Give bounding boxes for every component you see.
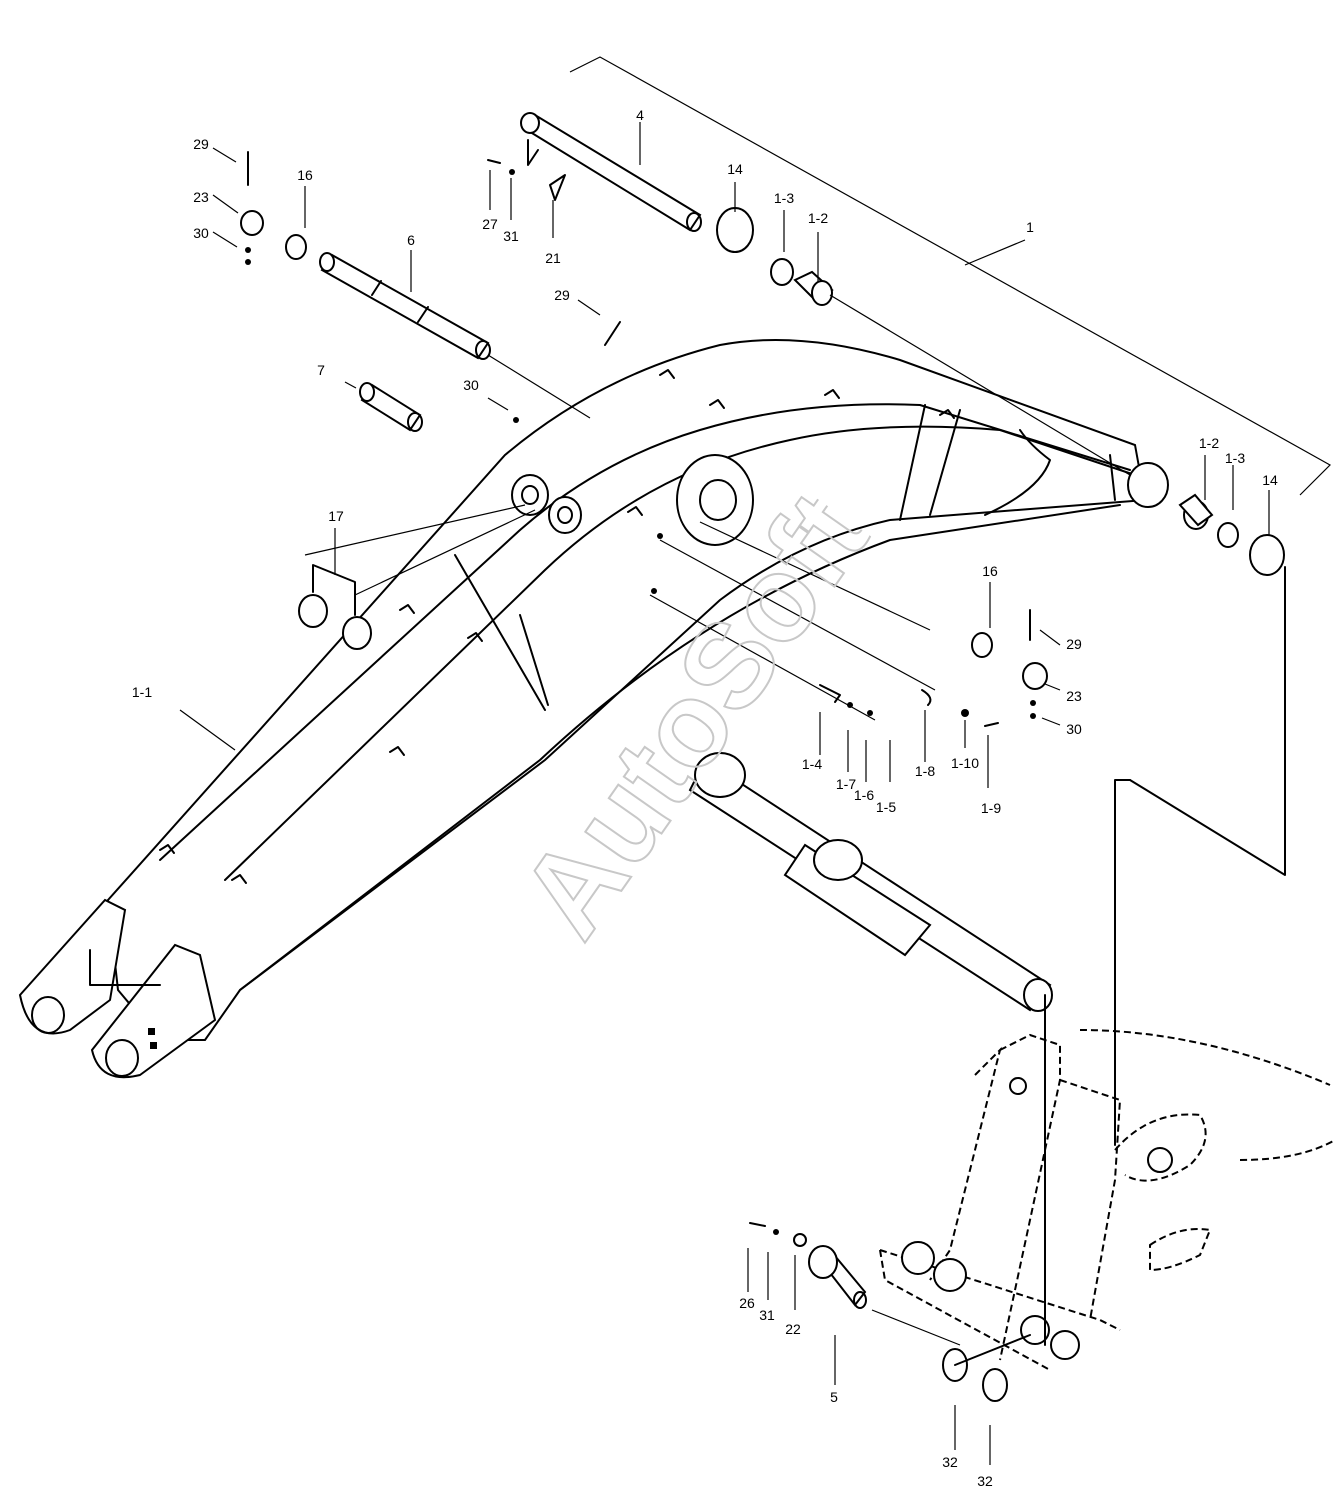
callout-1-10: 1-10 bbox=[950, 755, 980, 771]
callout-29: 29 bbox=[554, 287, 570, 303]
callout-1-3: 1-3 bbox=[1224, 450, 1246, 466]
washers-and-bushings bbox=[240, 151, 1285, 1402]
assembly-bracket-1 bbox=[569, 56, 1331, 496]
callout-1-8: 1-8 bbox=[914, 763, 936, 779]
boom-foot-boss bbox=[1127, 462, 1169, 508]
callout-1-2: 1-2 bbox=[807, 210, 829, 226]
pin-5 bbox=[808, 1245, 867, 1309]
callout-16: 16 bbox=[982, 563, 998, 579]
callout-7: 7 bbox=[317, 362, 325, 378]
arm-cylinder-boss bbox=[511, 474, 549, 516]
callout-17: 17 bbox=[328, 508, 344, 524]
boom bbox=[18, 339, 1169, 1079]
callout-27: 27 bbox=[482, 216, 498, 232]
callout-1-7: 1-7 bbox=[835, 776, 857, 792]
boom-tip-left-plate bbox=[18, 898, 127, 1035]
callout-1: 1 bbox=[1026, 219, 1034, 235]
callout-1-9: 1-9 bbox=[980, 800, 1002, 816]
callout-29: 29 bbox=[1066, 636, 1082, 652]
callout-1-6: 1-6 bbox=[853, 787, 875, 803]
pin-4 bbox=[520, 112, 702, 232]
callout-6: 6 bbox=[407, 232, 415, 248]
callout-23: 23 bbox=[193, 189, 209, 205]
boom-cylinder-mount-disc bbox=[676, 454, 754, 546]
callout-30: 30 bbox=[1066, 721, 1082, 737]
callout-14: 14 bbox=[727, 161, 743, 177]
leader-lines bbox=[179, 122, 1270, 1465]
callout-26: 26 bbox=[739, 1295, 755, 1311]
upper-structure-dashed bbox=[879, 566, 1336, 1371]
callout-30: 30 bbox=[463, 377, 479, 393]
callout-1-3: 1-3 bbox=[773, 190, 795, 206]
boom-cylinder bbox=[688, 752, 1053, 1012]
callout-14: 14 bbox=[1262, 472, 1278, 488]
callout-21: 21 bbox=[545, 250, 561, 266]
callout-22: 22 bbox=[785, 1321, 801, 1337]
callout-30: 30 bbox=[193, 225, 209, 241]
boom-tip-right-plate bbox=[90, 943, 217, 1079]
callout-29: 29 bbox=[193, 136, 209, 152]
callout-1-5: 1-5 bbox=[875, 799, 897, 815]
callout-1-2: 1-2 bbox=[1198, 435, 1220, 451]
callout-4: 4 bbox=[636, 107, 644, 123]
callout-23: 23 bbox=[1066, 688, 1082, 704]
pin-6 bbox=[319, 252, 491, 360]
callout-31: 31 bbox=[759, 1307, 775, 1323]
callout-31: 31 bbox=[503, 228, 519, 244]
pin-7 bbox=[359, 382, 423, 432]
callout-16: 16 bbox=[297, 167, 313, 183]
callout-5: 5 bbox=[830, 1389, 838, 1405]
callout-1-1: 1-1 bbox=[131, 684, 153, 700]
callout-32: 32 bbox=[942, 1454, 958, 1470]
callout-32: 32 bbox=[977, 1473, 993, 1489]
callout-1-4: 1-4 bbox=[801, 756, 823, 772]
